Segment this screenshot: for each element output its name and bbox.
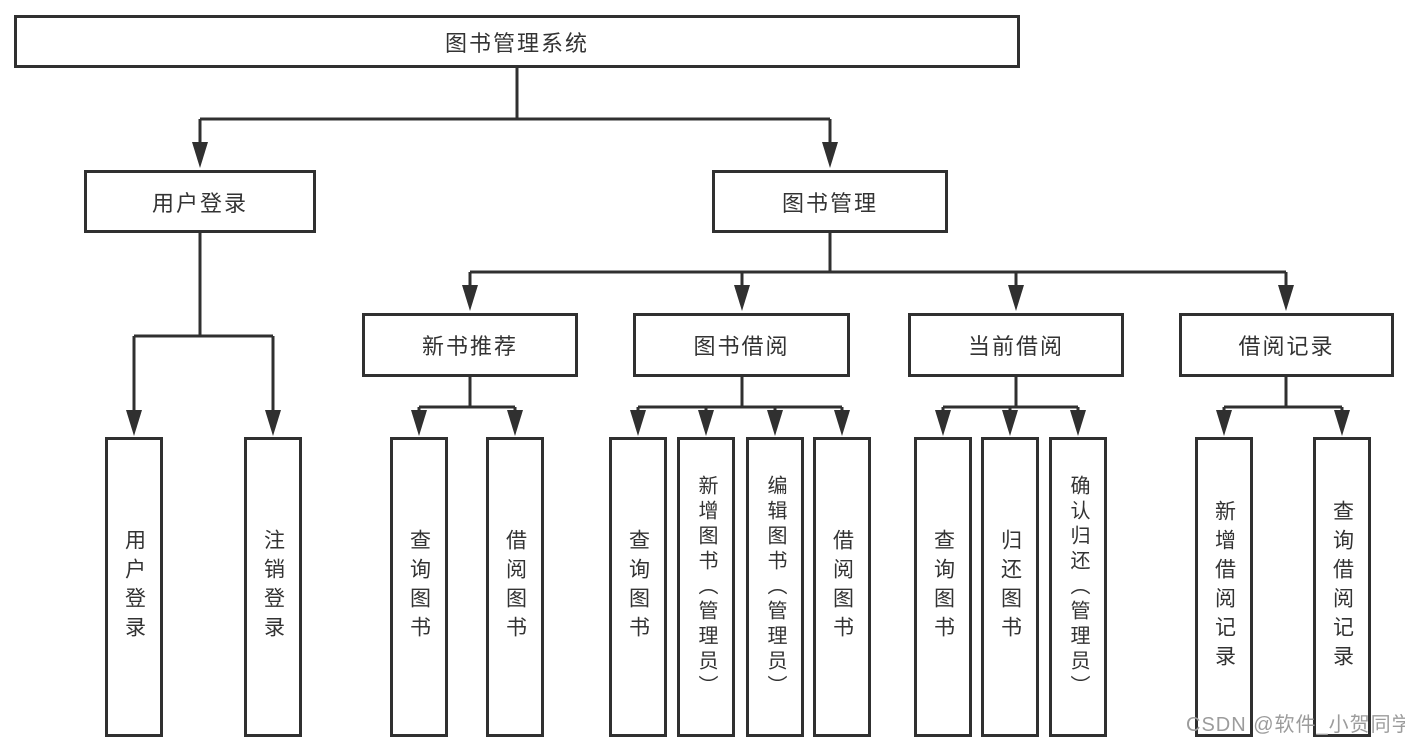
leaf-return-books: 归还图书 bbox=[981, 437, 1039, 737]
node-new-book-recommend: 新书推荐 bbox=[362, 313, 578, 377]
node-label: 当前借阅 bbox=[967, 334, 1064, 359]
leaf-label: 用户登录 bbox=[122, 529, 146, 645]
leaf-edit-books-admin: 编辑图书（管理员） bbox=[746, 437, 804, 737]
node-label: 图书管理 bbox=[781, 190, 878, 216]
leaf-label: 查询图书 bbox=[626, 529, 650, 645]
node-label: 图书借阅 bbox=[693, 334, 790, 359]
node-book-borrow: 图书借阅 bbox=[633, 313, 850, 377]
node-library-system: 图书管理系统 bbox=[14, 15, 1020, 68]
leaf-confirm-return-admin: 确认归还（管理员） bbox=[1049, 437, 1107, 737]
leaf-borrow-books: 借阅图书 bbox=[813, 437, 871, 737]
leaf-add-borrow-record: 新增借阅记录 bbox=[1195, 437, 1253, 737]
leaf-query-books-current: 查询图书 bbox=[914, 437, 972, 737]
leaf-label: 新增图书（管理员） bbox=[695, 474, 717, 700]
leaf-label: 确认归还（管理员） bbox=[1067, 474, 1089, 700]
leaf-label: 借阅图书 bbox=[830, 529, 854, 645]
leaf-label: 查询图书 bbox=[931, 529, 955, 645]
leaf-user-login: 用户登录 bbox=[105, 437, 163, 737]
leaf-label: 新增借阅记录 bbox=[1212, 500, 1236, 674]
node-label: 用户登录 bbox=[151, 190, 248, 216]
leaf-label: 查询借阅记录 bbox=[1330, 500, 1354, 674]
leaf-label: 归还图书 bbox=[998, 529, 1022, 645]
leaf-label: 借阅图书 bbox=[503, 529, 527, 645]
leaf-add-books-admin: 新增图书（管理员） bbox=[677, 437, 735, 737]
node-label: 借阅记录 bbox=[1238, 334, 1335, 359]
leaf-label: 注销登录 bbox=[261, 529, 285, 645]
leaf-borrow-books-recommend: 借阅图书 bbox=[486, 437, 544, 737]
leaf-query-borrow-record: 查询借阅记录 bbox=[1313, 437, 1371, 737]
leaf-query-books-borrow: 查询图书 bbox=[609, 437, 667, 737]
leaf-label: 编辑图书（管理员） bbox=[764, 474, 786, 700]
node-label: 新书推荐 bbox=[421, 334, 518, 359]
node-current-borrow: 当前借阅 bbox=[908, 313, 1124, 377]
node-label: 图书管理系统 bbox=[444, 30, 589, 56]
node-user-login: 用户登录 bbox=[84, 170, 316, 233]
leaf-label: 查询图书 bbox=[407, 529, 431, 645]
csdn-watermark: CSDN @软件_小贺同学 bbox=[1186, 714, 1405, 736]
node-book-management: 图书管理 bbox=[712, 170, 948, 233]
leaf-query-books-recommend: 查询图书 bbox=[390, 437, 448, 737]
leaf-logout: 注销登录 bbox=[244, 437, 302, 737]
node-borrow-records: 借阅记录 bbox=[1179, 313, 1394, 377]
